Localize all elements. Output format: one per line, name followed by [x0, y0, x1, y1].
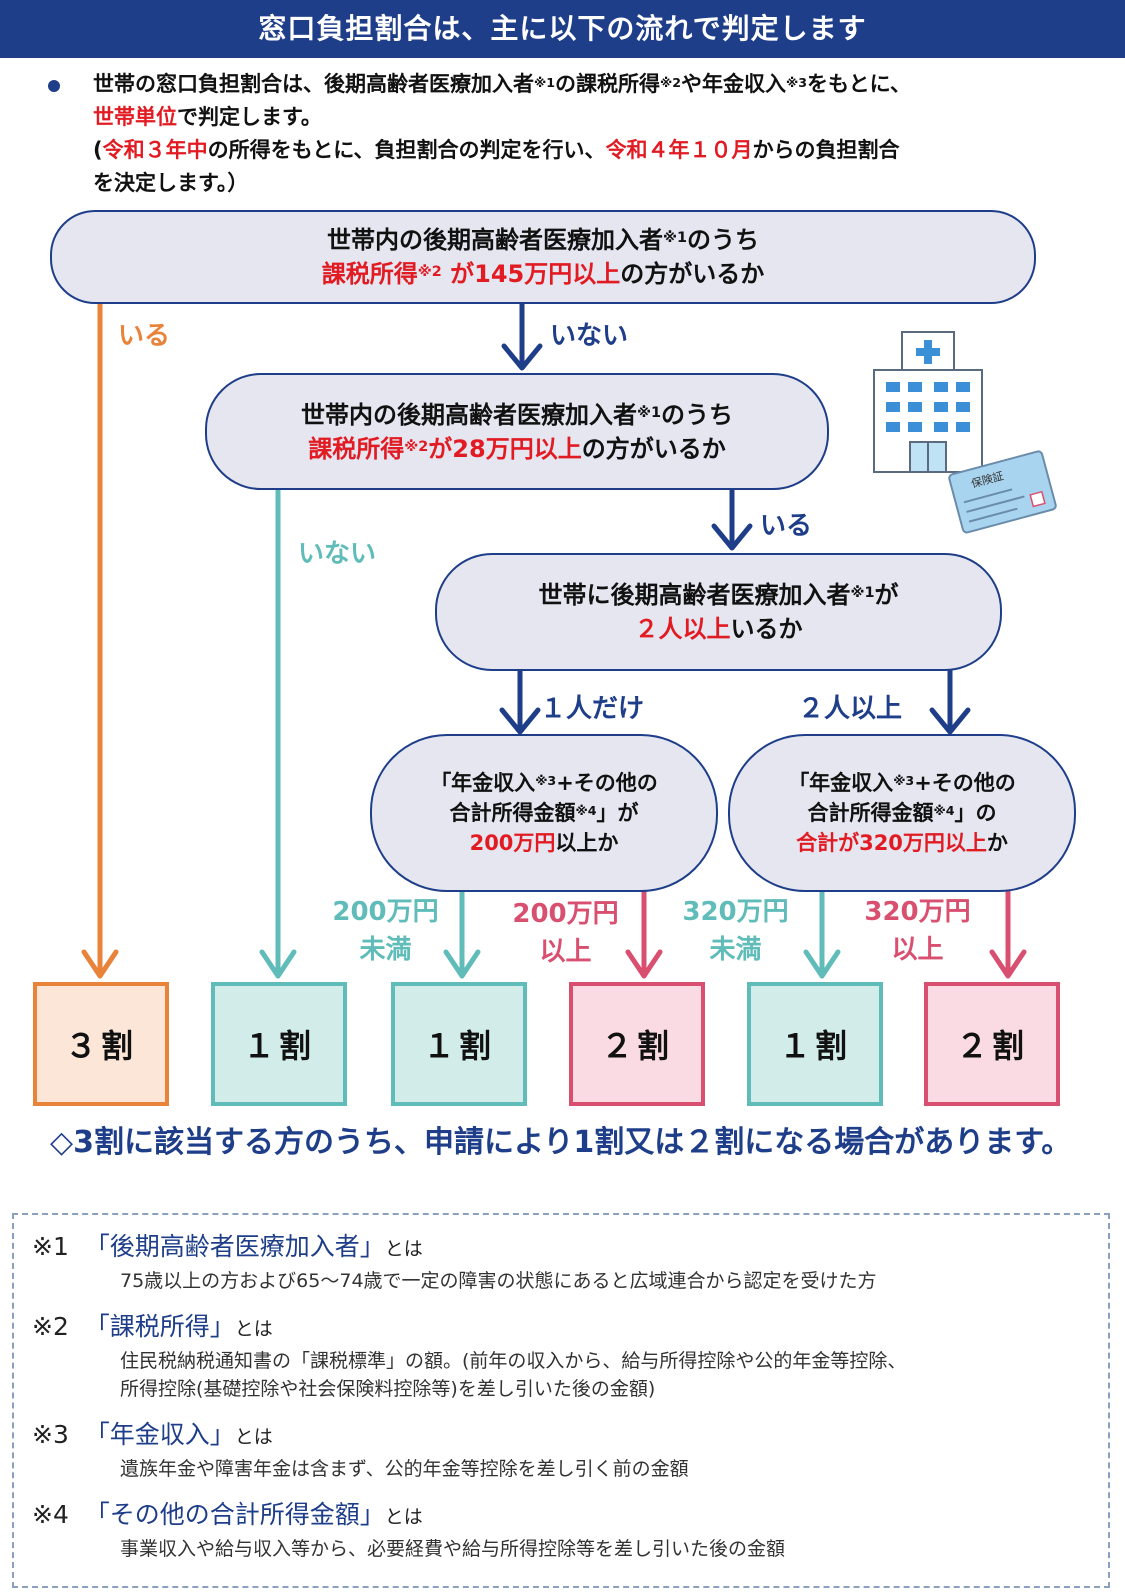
decision-node-200: 「年金収入※3+その他の 合計所得金額※4」が 200万円以上か	[370, 734, 718, 892]
hospital-icon	[873, 331, 983, 473]
arrow-teal-2	[443, 887, 481, 979]
branch-label-lt320: 320万円未満	[682, 897, 789, 965]
definition-1: ※1 「後期高齢者医療加入者」とは 75歳以上の方および65～74歳で一定の障害…	[32, 1232, 877, 1292]
result-box-30: ３割	[33, 982, 169, 1106]
arrow-teal-3	[803, 887, 841, 979]
branch-label-iru-2: いる	[760, 511, 813, 541]
result-box-20-b: ２割	[924, 982, 1060, 1106]
arrow-pink-1	[625, 887, 663, 979]
definition-3: ※3 「年金収入」とは 遺族年金や障害年金は含まず、公的年金等控除を差し引く前の…	[32, 1420, 689, 1480]
decision-node-28: 世帯内の後期高齢者医療加入者※1のうち 課税所得※2が28万円以上の方がいるか	[205, 373, 829, 490]
result-box-20-a: ２割	[569, 982, 705, 1106]
arrow-navy-2	[711, 485, 753, 551]
branch-label-ge320: 320万円以上	[864, 897, 971, 965]
result-box-10-c: １割	[747, 982, 883, 1106]
decision-node-145: 世帯内の後期高齢者医療加入者※1のうち 課税所得※2 が145万円以上の方がいる…	[50, 210, 1036, 304]
arrow-orange	[81, 299, 119, 979]
branch-label-two: ２人以上	[798, 694, 903, 724]
result-box-10-b: １割	[391, 982, 527, 1106]
definitions-box: ※1 「後期高齢者医療加入者」とは 75歳以上の方および65～74歳で一定の障害…	[12, 1213, 1110, 1588]
arrow-navy-3	[499, 667, 541, 735]
arrow-navy-4	[929, 667, 971, 735]
branch-label-ge200: 200万円以上	[512, 899, 619, 967]
intro-text: 世帯の窓口負担割合は、後期高齢者医療加入者※1の課税所得※2や年金収入※3をもと…	[48, 68, 1098, 200]
branch-label-lt200: 200万円未満	[332, 897, 439, 965]
insurance-card-icon: 保険証	[948, 450, 1057, 534]
branch-label-iru-1: いる	[118, 321, 171, 351]
branch-label-inai-2: いない	[298, 539, 377, 569]
arrow-teal-1	[259, 485, 297, 979]
page-title: 窓口負担割合は、主に以下の流れで判定します	[0, 0, 1125, 58]
definition-4: ※4 「その他の合計所得金額」とは 事業収入や給与収入等から、必要経費や給与所得…	[32, 1500, 786, 1560]
result-box-10-a: １割	[211, 982, 347, 1106]
exception-note: ◇3割に該当する方のうち、申請により1割又は２割になる場合があります。	[50, 1125, 1072, 1160]
definition-2: ※2 「課税所得」とは 住民税納税通知書の「課税標準」の額。(前年の収入から、給…	[32, 1312, 907, 1400]
arrow-navy-1	[501, 299, 543, 371]
branch-label-inai-1: いない	[550, 321, 629, 351]
hospital-illustration: 保険証	[873, 331, 1057, 534]
bullet-icon	[48, 80, 60, 92]
branch-label-one: １人だけ	[540, 694, 645, 724]
arrow-pink-2	[989, 887, 1027, 979]
decision-node-members: 世帯に後期高齢者医療加入者※1が ２人以上いるか	[435, 553, 1002, 671]
decision-node-320: 「年金収入※3+その他の 合計所得金額※4」の 合計が320万円以上か	[728, 734, 1076, 892]
